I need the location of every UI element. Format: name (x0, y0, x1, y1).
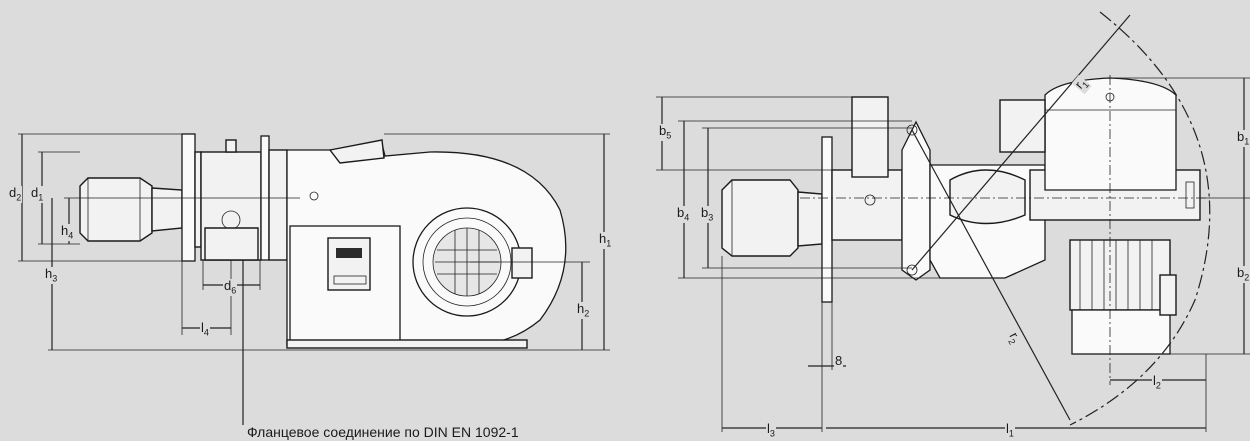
label-h2: h2 (576, 301, 591, 319)
label-h4: h4 (60, 223, 75, 241)
label-d6: d6 (223, 278, 238, 296)
motor-fins (1079, 240, 1153, 310)
label-h1: h1 (598, 231, 613, 249)
label-d1: d1 (30, 185, 45, 203)
label-h3: h3 (44, 266, 59, 284)
label-l4: l4 (200, 320, 210, 338)
label-b3: b3 (700, 205, 715, 223)
label-d2: d2 (8, 185, 23, 203)
left-burner-drawing (79, 133, 567, 349)
label-b5: b5 (658, 123, 673, 141)
flange-plate (181, 133, 196, 262)
hinge-plate (901, 120, 931, 281)
right-burner-drawing (721, 77, 1201, 355)
label-l3: l3 (766, 421, 776, 439)
label-l2: l2 (1152, 373, 1162, 391)
label-b1: b1 (1236, 129, 1250, 147)
control-display (327, 237, 371, 291)
blast-tube (151, 187, 183, 232)
label-b2: b2 (1236, 265, 1250, 283)
motor-top (1044, 77, 1177, 191)
motor-bottom (1069, 239, 1171, 311)
label-b4: b4 (676, 205, 691, 223)
label-l1: l1 (1005, 421, 1015, 439)
nozzle-top (721, 179, 799, 257)
blast-tube-nozzle (79, 177, 153, 242)
swing-arc (1069, 11, 1211, 426)
flange-connection-caption: Фланцевое соединение по DIN EN 1092-1 (247, 424, 519, 440)
label-8: 8 (834, 353, 844, 368)
flange-top (821, 136, 833, 303)
